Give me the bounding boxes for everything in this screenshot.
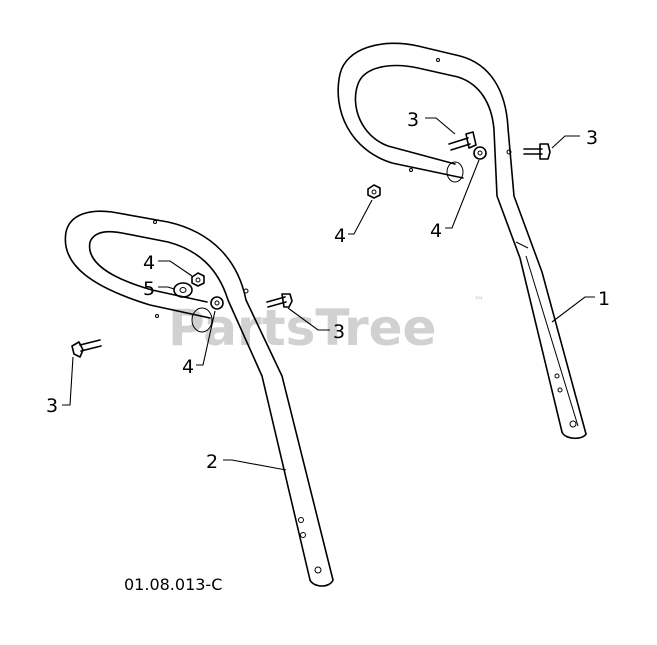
callout-4: 4 xyxy=(143,252,155,274)
nut-icon xyxy=(191,272,205,287)
callout-3: 3 xyxy=(333,321,345,343)
callout-4: 4 xyxy=(430,220,442,242)
callout-3: 3 xyxy=(407,109,419,131)
leader-lines xyxy=(62,117,595,471)
nut-icon xyxy=(367,184,381,199)
washer-icon xyxy=(210,296,224,310)
washer-icon xyxy=(173,282,193,298)
watermark-logo: PartsTree xyxy=(168,299,436,357)
callout-3: 3 xyxy=(46,395,58,417)
bolt-icon xyxy=(266,293,293,308)
diagram-code: 01.08.013-C xyxy=(124,575,222,594)
callout-3: 3 xyxy=(586,127,598,149)
handle-left-part-2 xyxy=(64,210,334,587)
bolt-icon xyxy=(71,339,102,358)
bolt-icon xyxy=(448,131,477,151)
callout-4: 4 xyxy=(334,225,346,247)
watermark-trademark: ™ xyxy=(474,296,484,307)
callout-4: 4 xyxy=(182,356,194,378)
bolt-icon xyxy=(523,143,551,160)
callout-1: 1 xyxy=(598,288,610,310)
washer-icon xyxy=(473,146,487,160)
handle-right-part-1 xyxy=(337,42,587,440)
callout-2: 2 xyxy=(206,451,218,473)
callout-5: 5 xyxy=(143,278,155,300)
